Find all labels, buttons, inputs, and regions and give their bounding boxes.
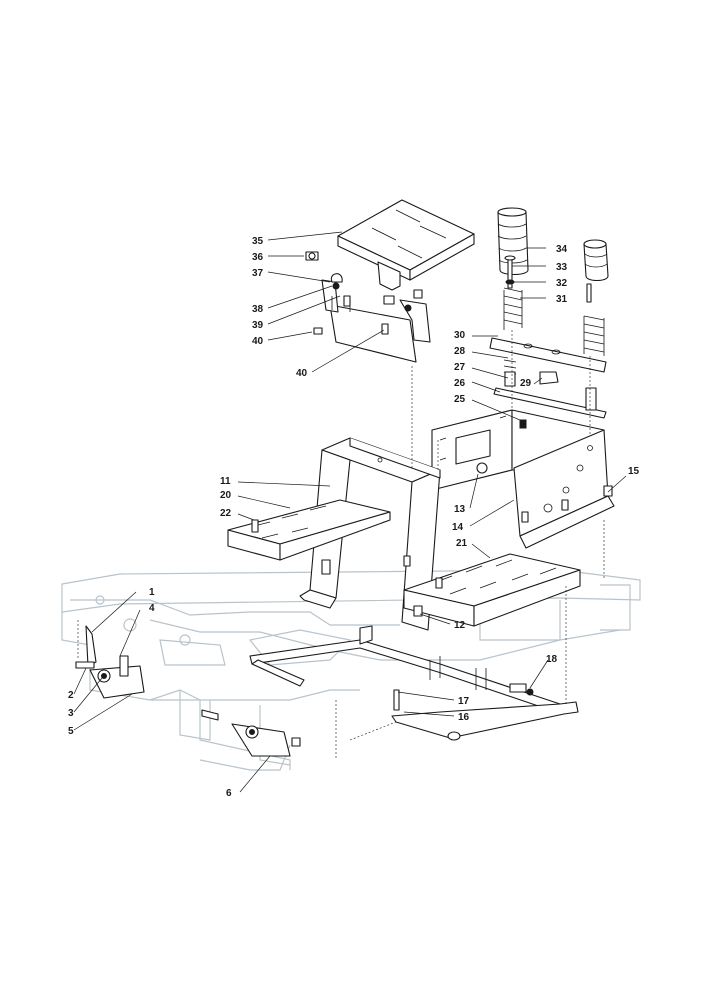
callout-21: 21 xyxy=(456,538,468,549)
callout-36: 36 xyxy=(252,252,264,263)
callout-2: 2 xyxy=(68,690,74,701)
chassis-frame-ghost xyxy=(61,569,641,771)
callout-25: 25 xyxy=(454,394,466,405)
callout-32: 32 xyxy=(556,278,568,289)
callout-40-upper: 40 xyxy=(252,336,264,347)
spring-plate xyxy=(489,337,607,419)
callout-11: 11 xyxy=(220,476,231,487)
callout-6: 6 xyxy=(226,788,232,799)
callout-15: 15 xyxy=(628,466,640,477)
callout-5: 5 xyxy=(68,726,74,737)
callout-leaders xyxy=(73,231,627,793)
callout-30: 30 xyxy=(454,330,466,341)
callout-labels: 1 2 3 4 5 6 11 12 13 14 15 16 17 18 20 2… xyxy=(68,236,640,799)
callout-3: 3 xyxy=(68,708,74,719)
callout-16: 16 xyxy=(458,712,470,723)
pedal-linkage xyxy=(249,625,579,741)
callout-14: 14 xyxy=(452,522,464,533)
callout-22: 22 xyxy=(220,508,232,519)
left-footrest xyxy=(227,499,391,561)
seat-pan xyxy=(337,199,475,291)
callout-39: 39 xyxy=(252,320,264,331)
callout-40-lower: 40 xyxy=(296,368,308,379)
callout-27: 27 xyxy=(454,362,466,373)
seat-suspension xyxy=(497,207,609,356)
callout-4: 4 xyxy=(149,603,155,614)
callout-31: 31 xyxy=(556,294,568,305)
right-footrest xyxy=(403,553,581,627)
seat-bracket xyxy=(305,251,431,363)
assembly-lines xyxy=(77,330,605,760)
callout-37: 37 xyxy=(252,268,264,279)
callout-13: 13 xyxy=(454,504,466,515)
callout-20: 20 xyxy=(220,490,232,501)
callout-34: 34 xyxy=(556,244,568,255)
callout-29: 29 xyxy=(520,378,532,389)
callout-1: 1 xyxy=(149,587,155,598)
callout-26: 26 xyxy=(454,378,466,389)
seat-support-box xyxy=(431,409,615,549)
front-hinges xyxy=(75,625,301,757)
callout-33: 33 xyxy=(556,262,568,273)
callout-18: 18 xyxy=(546,654,558,665)
callout-35: 35 xyxy=(252,236,264,247)
callout-28: 28 xyxy=(454,346,466,357)
callout-17: 17 xyxy=(458,696,470,707)
callout-12: 12 xyxy=(454,620,466,631)
callout-38: 38 xyxy=(252,304,264,315)
